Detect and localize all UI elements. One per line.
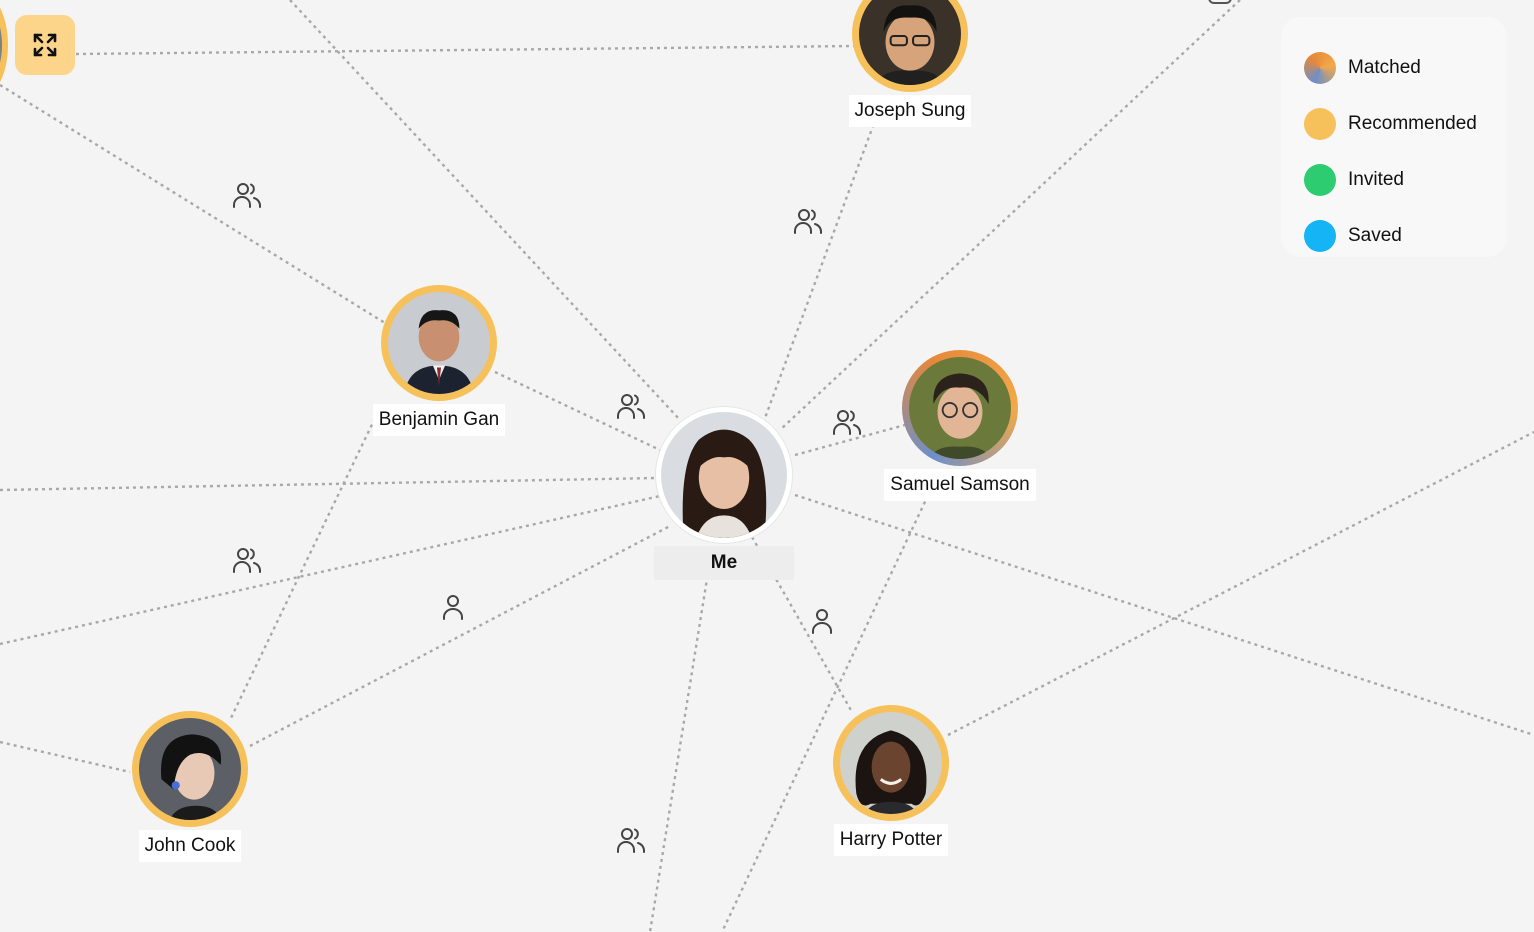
avatar [909,357,1011,459]
mutual-connections-icon [616,825,646,855]
legend-label: Saved [1348,225,1402,246]
legend-item-recommended[interactable]: Recommended [1304,96,1507,152]
edge [0,740,131,774]
edge [75,44,856,56]
edge [720,469,942,932]
avatar [661,412,787,538]
avatar-ring [833,705,949,821]
matched-dot-icon [1304,52,1336,84]
edge [0,494,661,646]
mutual-connections-icon [793,206,823,236]
edge [494,370,661,452]
avatar-ring [381,285,497,401]
edge [947,430,1534,737]
mutual-connections-icon [232,545,262,575]
avatar [139,718,241,820]
node-john-cook[interactable]: John Cook [125,711,255,862]
avatar-ring [852,0,968,92]
avatar-ring [132,711,248,827]
node-label: Me [654,546,794,580]
person-icon [441,592,465,622]
node-joseph-sung[interactable]: Joseph Sung [845,0,975,127]
avatar [840,712,942,814]
legend-item-matched[interactable]: Matched [1304,40,1507,96]
edge [763,117,878,419]
expand-arrows-icon [33,33,57,57]
mutual-connections-icon [232,180,262,210]
node-me[interactable]: Me [654,407,794,580]
edge [289,0,681,421]
node-label: Harry Potter [833,824,949,856]
node-harry-potter[interactable]: Harry Potter [826,705,956,856]
saved-dot-icon [1304,220,1336,252]
legend-item-saved[interactable]: Saved [1304,208,1507,264]
node-label: Samuel Samson [884,469,1036,501]
node-label: Joseph Sung [848,95,972,127]
legend-item-invited[interactable]: Invited [1304,152,1507,208]
legend: Matched Recommended Invited Saved [1281,17,1507,257]
edge [750,536,854,713]
invited-dot-icon [1304,164,1336,196]
edge [249,524,671,748]
avatar [859,0,961,85]
recommended-dot-icon [1304,108,1336,140]
legend-label: Recommended [1348,113,1477,134]
edge [794,423,906,457]
mutual-connections-icon [832,407,862,437]
edge [794,493,1534,737]
edge [228,411,380,721]
node-label: John Cook [138,830,242,862]
legend-label: Matched [1348,57,1421,78]
person-icon [810,606,834,636]
avatar-ring [902,350,1018,466]
avatar [388,292,490,394]
edge [0,476,659,492]
avatar-ring [656,407,792,543]
node-samuel-samson[interactable]: Samuel Samson [880,350,1040,501]
legend-label: Invited [1348,169,1404,190]
node-benjamin-gan[interactable]: Benjamin Gan [369,285,509,436]
edge [0,83,386,325]
expand-button[interactable] [15,15,75,75]
partial-avatar-node[interactable] [0,0,8,100]
node-label: Benjamin Gan [372,404,506,436]
edge [648,547,714,932]
partial-node-top-right[interactable] [1208,0,1232,4]
mutual-connections-icon [616,391,646,421]
